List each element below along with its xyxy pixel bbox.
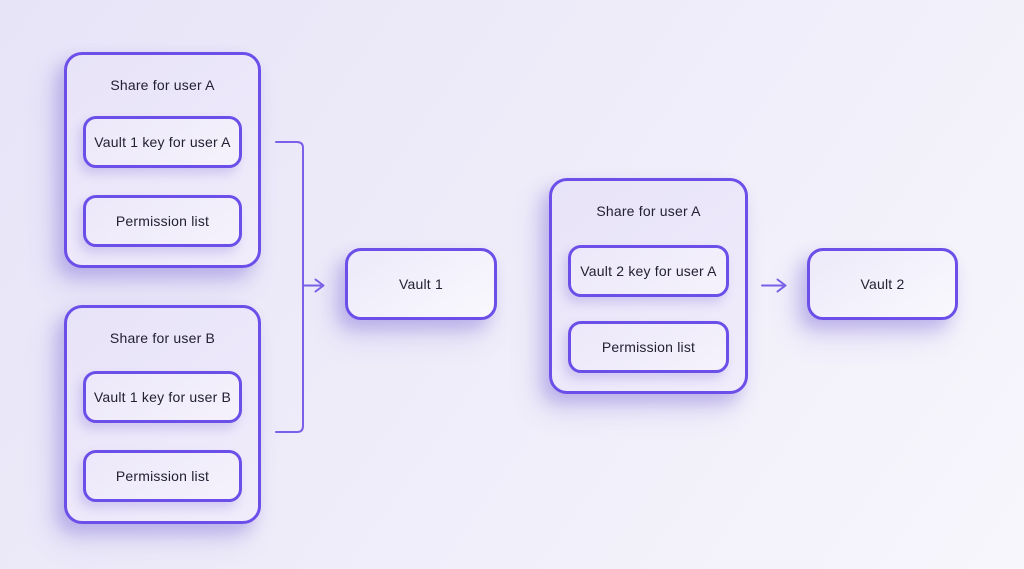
vault-key-label: Vault 1 key for user A (94, 134, 231, 150)
share-box-title: Share for user A (110, 77, 215, 93)
share-box-user-a-vault2: Share for user A Vault 2 key for user A … (549, 178, 748, 394)
permission-list-label: Permission list (115, 213, 210, 229)
arrow-to-vault2-icon (761, 278, 787, 293)
vault-key-label: Vault 2 key for user A (580, 263, 717, 279)
arrow-head (314, 278, 325, 293)
share-box-title: Share for user A (596, 203, 701, 219)
vault1-box: Vault 1 (345, 248, 497, 320)
vault-key-box: Vault 2 key for user A (568, 245, 729, 297)
permission-list-label: Permission list (601, 339, 696, 355)
share-box-user-a-vault1: Share for user A Vault 1 key for user A … (64, 52, 261, 268)
vault-key-box: Vault 1 key for user A (83, 116, 242, 168)
arrow-to-vault1-icon (303, 278, 325, 293)
vault-key-box: Vault 1 key for user B (83, 371, 242, 423)
permission-list-label: Permission list (115, 468, 210, 484)
bracket-line (275, 141, 304, 433)
vault1-label: Vault 1 (399, 276, 443, 292)
permission-list-box: Permission list (83, 450, 242, 502)
arrow-head (776, 278, 787, 293)
vault2-box: Vault 2 (807, 248, 958, 320)
permission-list-box: Permission list (83, 195, 242, 247)
permission-list-box: Permission list (568, 321, 729, 373)
share-box-title: Share for user B (109, 330, 216, 346)
share-box-user-b-vault1: Share for user B Vault 1 key for user B … (64, 305, 261, 524)
vault2-label: Vault 2 (860, 276, 905, 292)
vault-key-label: Vault 1 key for user B (93, 389, 232, 405)
merge-bracket-connector (275, 141, 304, 433)
